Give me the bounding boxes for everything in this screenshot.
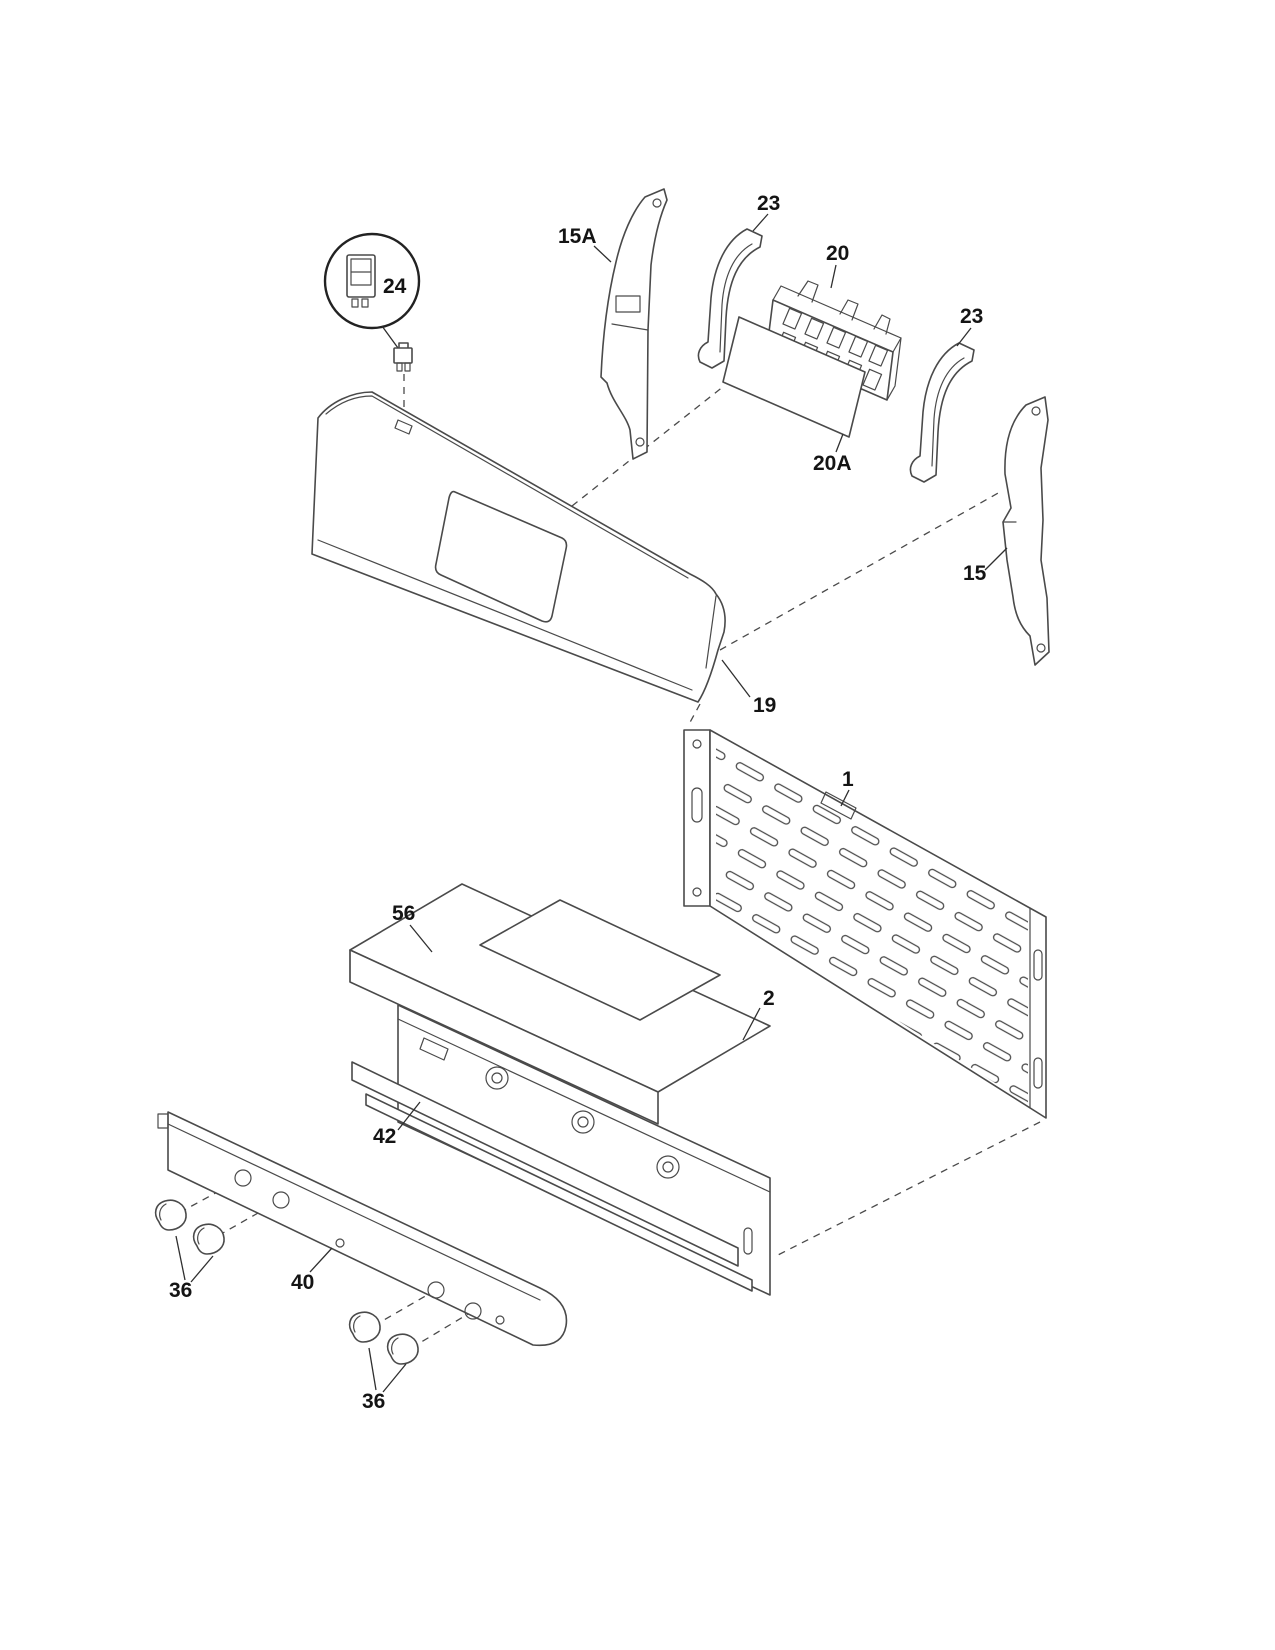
part-1-rear-vent-panel-drawing — [683, 729, 1047, 1119]
part-42-trim-strip-drawing — [351, 1061, 753, 1292]
vent-slots — [716, 742, 1028, 1104]
part-label-23-right: 23 — [960, 305, 983, 328]
part-label-15A: 15A — [558, 225, 597, 248]
part-label-24: 24 — [383, 275, 407, 298]
part-20A-overlay-drawing — [722, 316, 866, 438]
part-labels: 24 15A 23 20 20A 23 15 19 1 56 2 42 40 3… — [169, 192, 987, 1413]
part-label-20A: 20A — [813, 452, 852, 475]
part-label-15: 15 — [963, 562, 987, 585]
part-15-side-trim-drawing — [1002, 396, 1050, 666]
part-19-control-panel-drawing — [311, 391, 726, 703]
part-label-20: 20 — [826, 242, 849, 265]
rocker-switch-icon — [346, 254, 376, 308]
part-15A-side-trim-drawing — [600, 188, 668, 460]
part-24-rocker-switch-callout — [323, 232, 421, 372]
part-23-right-bracket-drawing — [909, 342, 975, 483]
display-window-cutout — [434, 490, 568, 623]
part-label-19: 19 — [753, 694, 776, 717]
part-23-left-bracket-drawing — [697, 228, 763, 369]
part-label-40: 40 — [291, 1271, 314, 1294]
part-label-2: 2 — [763, 987, 775, 1010]
part-40-manifold-panel-drawing — [157, 1111, 568, 1347]
channel-opening — [479, 899, 721, 1021]
part-label-36-bottom: 36 — [362, 1390, 385, 1413]
part-label-56: 56 — [392, 902, 415, 925]
part-label-23-left: 23 — [757, 192, 780, 215]
switch-body-drawing — [393, 342, 413, 372]
leader-lines — [175, 213, 1008, 1393]
part-56-channel-drawing — [349, 883, 771, 1125]
assembly-guide-lines — [176, 374, 1041, 1351]
part-label-42: 42 — [373, 1125, 396, 1148]
part-label-36-left: 36 — [169, 1279, 192, 1302]
part-label-1: 1 — [842, 768, 854, 791]
